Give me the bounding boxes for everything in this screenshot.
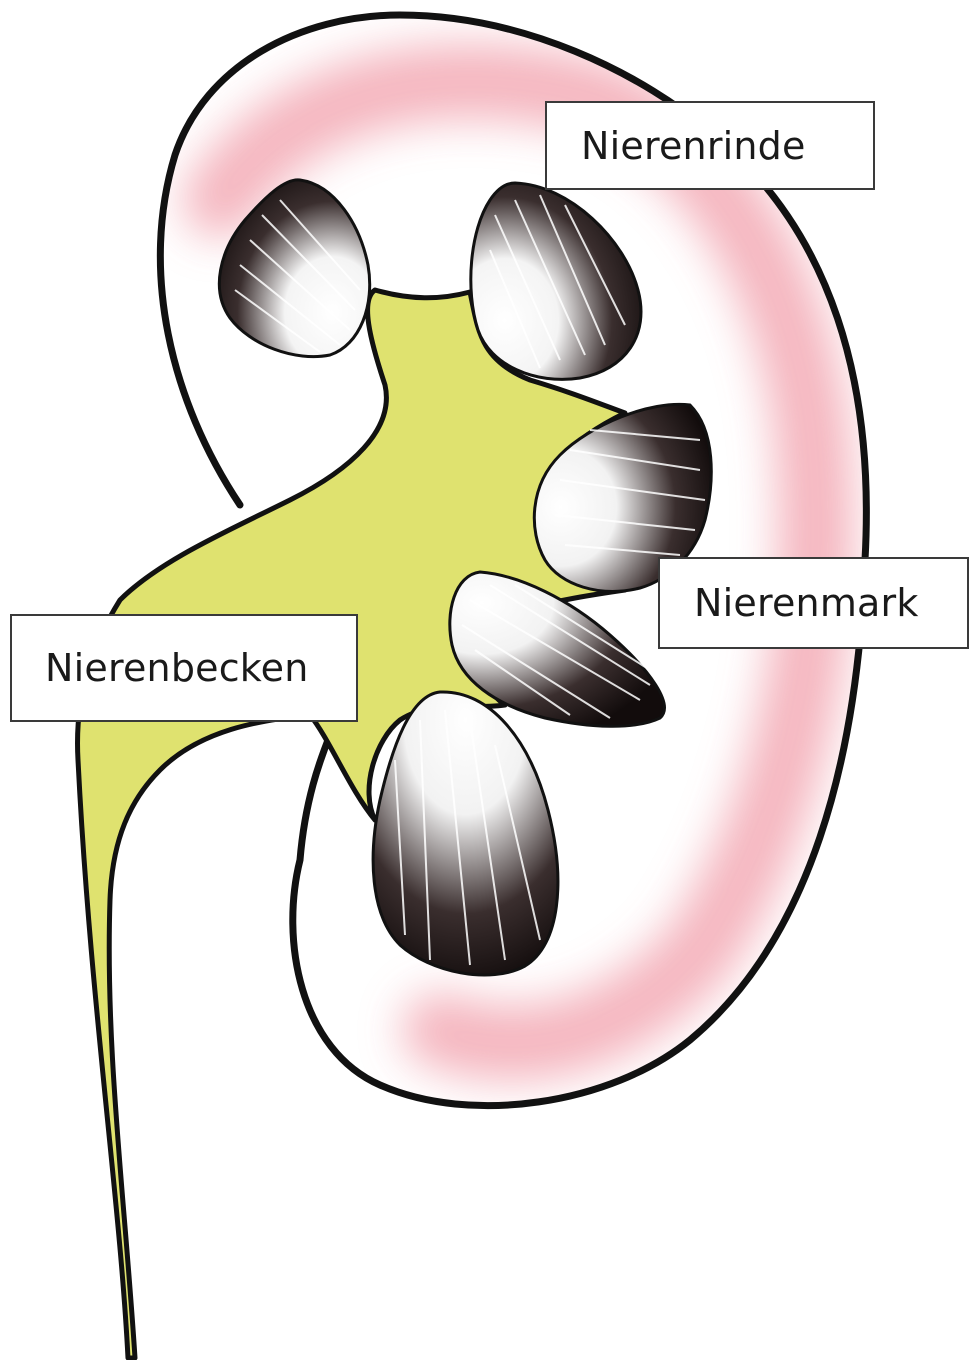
pyramid-5 — [373, 692, 558, 975]
label-cortex-text: Nierenrinde — [581, 124, 806, 168]
label-medulla: Nierenmark — [658, 557, 969, 649]
label-pelvis-text: Nierenbecken — [45, 646, 309, 690]
label-cortex: Nierenrinde — [545, 101, 875, 190]
label-medulla-text: Nierenmark — [694, 581, 919, 625]
label-pelvis: Nierenbecken — [10, 614, 358, 722]
